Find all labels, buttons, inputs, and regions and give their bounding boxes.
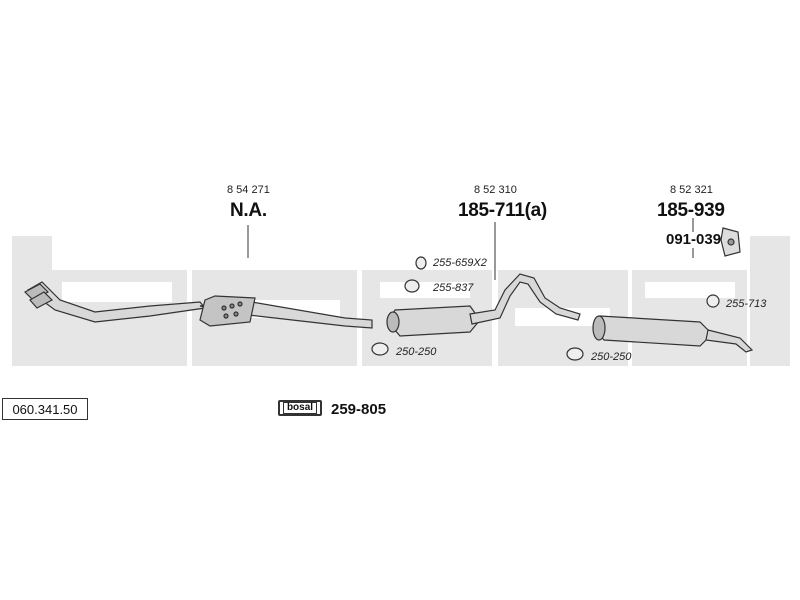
part-number-rear: 185-939 [657,200,725,221]
catalog-number: 060.341.50 [12,401,78,417]
catalog-number-box: 060.341.50 [2,398,88,420]
accessory-label: 250-250 [591,351,632,363]
accessory-label: 250-250 [396,346,437,358]
oem-number-middle: 8 52 310 [474,184,517,196]
accessory-label: 255-659X2 [433,257,487,269]
part-number-front: N.A. [230,200,267,221]
front-pipe [24,281,207,323]
accessory-label: 255-837 [433,282,474,294]
leader-lines [247,218,694,280]
accessory-icons [371,256,720,361]
part-number-middle: 185-711(a) [458,200,547,221]
rear-muffler [592,315,754,353]
brand-badge-icon: bosal [278,400,322,416]
brand-badge-text: bosal [282,402,318,414]
center-muffler [199,295,373,329]
hanger-part-number: 091-039 [666,231,722,248]
hanger-icon [720,227,741,257]
accessory-label: 255-713 [726,298,767,310]
oem-number-front: 8 54 271 [227,184,270,196]
oem-number-rear: 8 52 321 [670,184,713,196]
middle-muffler [386,273,581,337]
mounting-kit-number: 259-805 [331,401,387,418]
